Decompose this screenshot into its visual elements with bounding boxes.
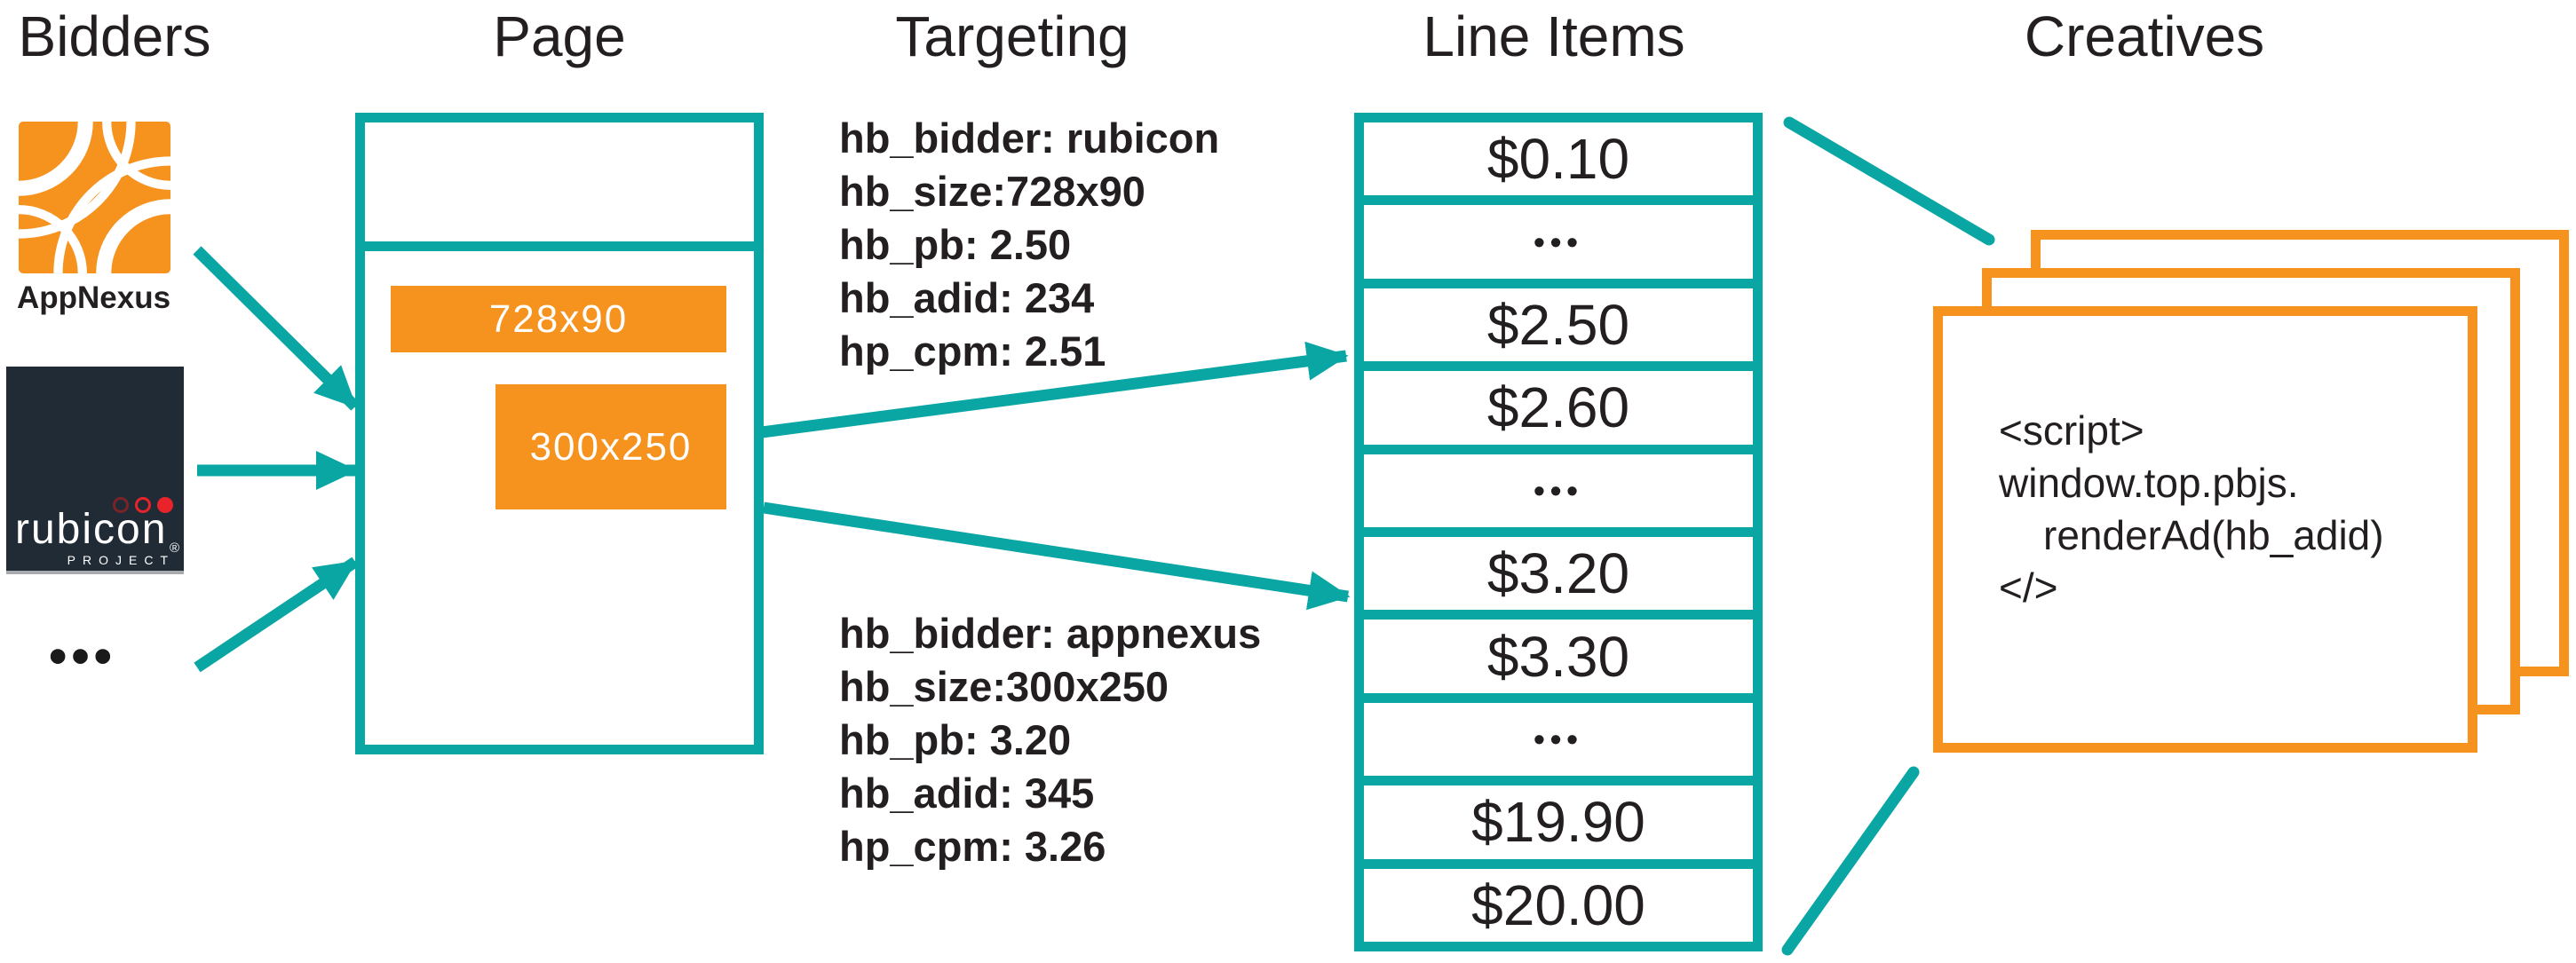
targeting-line: hb_size:300x250 [839,663,1169,710]
code-line: window.top.pbjs. [1999,460,2299,506]
rubicon-dot-outline [113,497,129,513]
connector-lineitems-to-creatives-top [1783,116,1995,246]
creative-script-snippet: <script> window.top.pbjs. renderAd(hb_ad… [1999,405,2384,614]
targeting-block-appnexus: hb_bidder: appnexus hb_size:300x250 hb_p… [839,607,1262,873]
appnexus-logo-icon [19,122,170,273]
line-item-row-ellipsis: ••• [1364,703,1753,786]
line-item-row: $2.50 [1364,288,1753,372]
targeting-line: hb_bidder: rubicon [839,114,1220,162]
line-item-row: $19.90 [1364,785,1753,869]
connector-lineitems-to-creatives-bottom [1781,766,1920,956]
targeting-line: hb_pb: 2.50 [839,221,1072,268]
more-bidders-ellipsis: ••• [49,628,116,685]
targeting-block-rubicon: hb_bidder: rubicon hb_size:728x90 hb_pb:… [839,112,1256,378]
targeting-line: hb_size:728x90 [839,168,1145,215]
column-title-bidders: Bidders [18,4,211,68]
ad-slot-728x90: 728x90 [391,286,726,352]
creative-card-front: <script> window.top.pbjs. renderAd(hb_ad… [1933,306,2477,753]
rubicon-project-logo: rubicon ® PROJECT [6,367,184,574]
page-wireframe: 728x90 300x250 [355,113,764,754]
line-item-row: $20.00 [1471,872,1645,937]
rubicon-dot-solid [157,497,173,513]
rubicon-dots-icon [113,497,173,513]
page-header-divider [365,241,754,251]
column-title-page: Page [493,4,626,68]
line-item-row: $2.60 [1364,371,1753,454]
targeting-line: hb_adid: 234 [839,274,1095,321]
targeting-line: hb_adid: 345 [839,770,1095,817]
arrow-appnexus-to-page [193,246,360,411]
line-item-row: $3.30 [1364,620,1753,703]
rubicon-wordmark: rubicon [15,506,168,553]
arrow-morebidders-to-page [194,556,359,673]
line-item-row-ellipsis: ••• [1364,454,1753,538]
arrow-page-to-lineitem-320 [763,501,1351,611]
rubicon-registered-mark: ® [170,541,180,556]
column-title-creatives: Creatives [2024,4,2265,68]
ad-slot-300x250: 300x250 [495,384,726,509]
targeting-line: hb_pb: 3.20 [839,716,1072,763]
line-item-row: $3.20 [1364,537,1753,620]
targeting-line: hp_cpm: 2.51 [839,328,1106,375]
line-items-table: $0.10 ••• $2.50 $2.60 ••• $3.20 $3.30 ••… [1354,113,1763,951]
code-line: renderAd(hb_adid) [2043,512,2384,558]
code-line: </> [1999,564,2058,611]
rubicon-dot-ring [135,497,151,513]
column-title-line-items: Line Items [1423,4,1685,68]
column-title-targeting: Targeting [895,4,1129,68]
targeting-line: hb_bidder: appnexus [839,610,1262,657]
code-line: <script> [1999,407,2144,454]
rubicon-project-text: PROJECT [67,553,175,567]
line-item-row-ellipsis: ••• [1364,205,1753,288]
line-item-row: $0.10 [1364,122,1753,206]
appnexus-label: AppNexus [16,280,171,315]
targeting-line: hp_cpm: 3.26 [839,823,1106,870]
